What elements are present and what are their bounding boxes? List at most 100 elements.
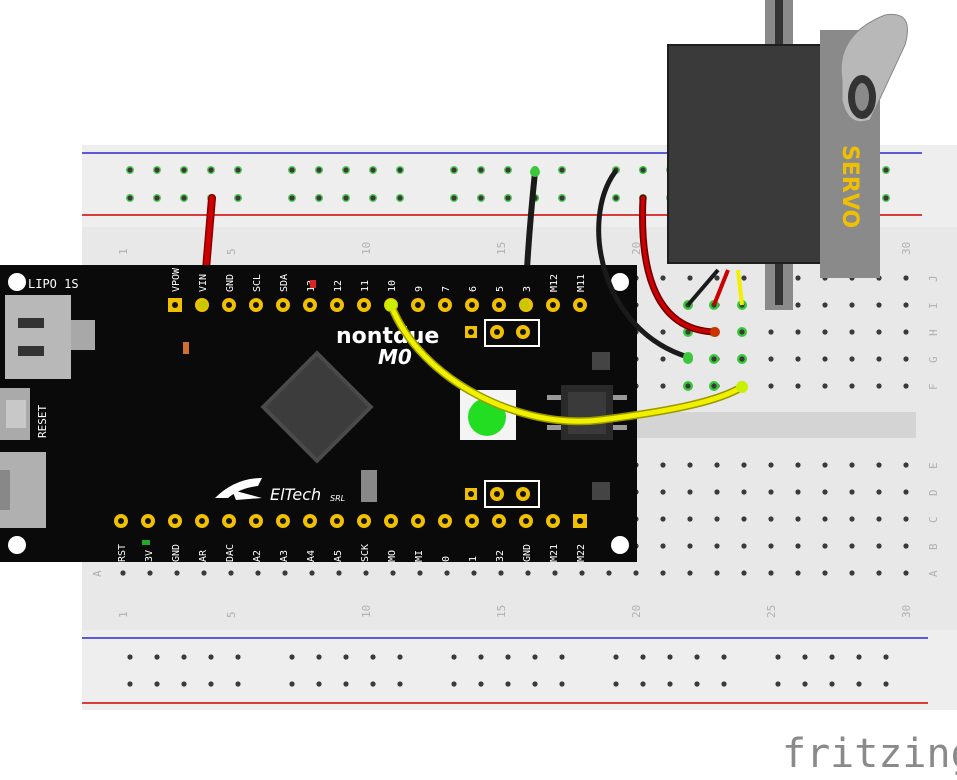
bottom-pin-label: 0 (441, 556, 452, 562)
breadboard-hole (768, 462, 774, 468)
board-pin-hole (442, 302, 448, 308)
breadboard-hole (849, 570, 855, 576)
breadboard-hole (822, 462, 828, 468)
rail-hole-center (127, 195, 133, 201)
wire-end-signal-end (736, 381, 748, 393)
bottom-pin-label: RST (117, 544, 128, 562)
bottom-pin-label: M21 (549, 544, 560, 562)
column-number-bottom: 15 (495, 605, 508, 618)
row-letter: J (927, 275, 940, 282)
servo-body (667, 44, 841, 264)
board-pin-hole (145, 518, 151, 524)
rail-hole-center (829, 681, 835, 687)
board-pin-hole (415, 302, 421, 308)
top-pin-label: 12 (333, 280, 344, 292)
rail-hole-center (235, 654, 241, 660)
row-letter-left: A (91, 570, 104, 577)
header-box-top (484, 319, 540, 347)
breadboard-hole (282, 570, 288, 576)
column-number-bottom: 20 (630, 605, 643, 618)
rail-hole-center (451, 681, 457, 687)
rail-hole-center (127, 681, 133, 687)
mount-hole-br (611, 536, 629, 554)
column-number-bottom: 30 (900, 605, 913, 618)
rail-hole-center (343, 167, 349, 173)
lipo-label: LIPO 1S (28, 277, 79, 291)
breadboard-hole (606, 570, 612, 576)
breadboard-hole (309, 570, 315, 576)
breadboard-hole (903, 543, 909, 549)
board-pin-hole (415, 518, 421, 524)
mount-hole-bl (8, 536, 26, 554)
breadboard-hole (795, 570, 801, 576)
rail-hole-center (505, 167, 511, 173)
top-pin-label: 5 (495, 286, 506, 292)
rail-hole-center (127, 167, 133, 173)
row-letter: D (927, 489, 940, 496)
breadboard-hole (795, 329, 801, 335)
header-pin-hole (468, 329, 474, 335)
rail-hole-center (451, 167, 457, 173)
smd-top-right (592, 352, 610, 370)
breadboard-hole (417, 570, 423, 576)
rail-hole-center (640, 167, 646, 173)
bottom-pin-label: SCK (360, 544, 371, 562)
column-number-bottom: 10 (360, 605, 373, 618)
rail-hole-center (316, 195, 322, 201)
breadboard-hole (687, 570, 693, 576)
breadboard-hole (903, 356, 909, 362)
breadboard-hole (714, 543, 720, 549)
breadboard-hole (849, 489, 855, 495)
lit-hole-center (711, 383, 717, 389)
rail-hole-center (478, 681, 484, 687)
row-letter: A (927, 570, 940, 577)
board-pin-hole (469, 302, 475, 308)
rail-hole-center (721, 654, 727, 660)
breadboard-hole (876, 329, 882, 335)
nontdue-board: LIPO 1S RESET nontdue M0 ElTech (0, 265, 637, 562)
breadboard-hole (498, 570, 504, 576)
breadboard-hole (876, 462, 882, 468)
rail-hole-center (802, 654, 808, 660)
top-pin-label: M12 (549, 274, 560, 292)
ic-pin-4 (613, 425, 627, 430)
bottom-pin-label: GND (171, 544, 182, 562)
board-pin-hole (550, 302, 556, 308)
column-number-top: 5 (225, 248, 238, 255)
brand-text: ElTech (270, 485, 321, 504)
servo-motor: SERVO (667, 0, 908, 310)
board-pin-hole (307, 302, 313, 308)
top-pin-label: 11 (360, 280, 371, 292)
breadboard-hole (849, 516, 855, 522)
wire-end-vin (198, 300, 208, 310)
board-pin-hole (334, 302, 340, 308)
rail-hole-center (694, 654, 700, 660)
top-pin-label: SDA (279, 274, 290, 292)
breadboard-hole (660, 356, 666, 362)
top-pin-label: SCL (252, 274, 263, 292)
rail-hole-center (235, 167, 241, 173)
breadboard-hole (822, 383, 828, 389)
header-pin-hole (494, 491, 500, 497)
board-pin-hole (172, 302, 178, 308)
rail-hole-center (370, 654, 376, 660)
breadboard-hole (552, 570, 558, 576)
column-number-bottom: 5 (225, 611, 238, 618)
rail-hole-center (181, 195, 187, 201)
breadboard-hole (255, 570, 261, 576)
breadboard-hole (660, 329, 666, 335)
board-pin-hole (280, 518, 286, 524)
lit-hole-center (685, 383, 691, 389)
breadboard-hole (741, 570, 747, 576)
bottom-pin-label: GND (522, 544, 533, 562)
breadboard-hole (822, 570, 828, 576)
board-pin-hole (388, 518, 394, 524)
board-pin-hole (550, 518, 556, 524)
header-pin-hole (494, 329, 500, 335)
board-pin-hole (361, 518, 367, 524)
board-pin-hole (334, 518, 340, 524)
rail-hole-center (883, 654, 889, 660)
breadboard-hole (849, 543, 855, 549)
breadboard-hole (822, 516, 828, 522)
rail-hole-center (289, 195, 295, 201)
